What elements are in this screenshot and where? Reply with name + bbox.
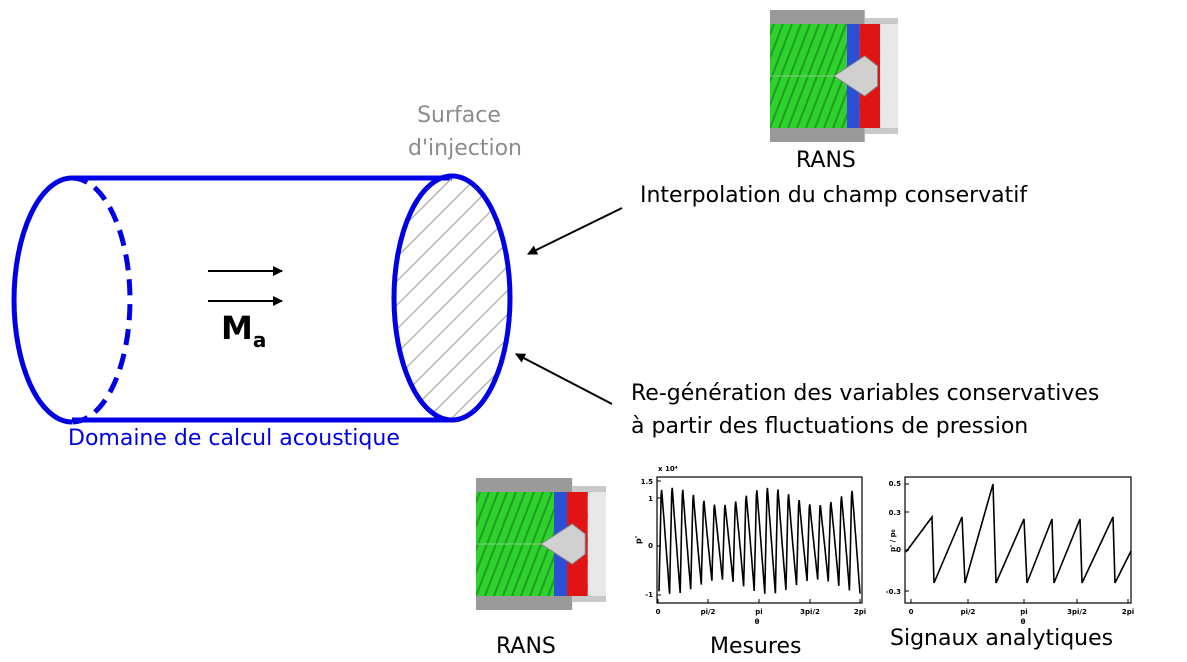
rans-casing-top [476,478,573,492]
mesures-label: Mesures [710,634,802,659]
rans-nozzle-image-bottom [422,478,651,610]
mesures-exponent: x 10⁴ [658,465,678,473]
hatch-line [380,0,520,58]
surface-label-line2: d'injection [408,136,522,161]
injection-surface-hatch [380,0,520,420]
rans-blade-stripe [770,23,784,61]
regeneration-arrow [515,353,613,405]
hatch-line [394,205,510,347]
analytic-xtick-2pi: 2pi [1122,608,1134,616]
rans-blade-stripe [905,24,945,128]
rans-blade-stripe [476,491,490,529]
rans-blade-stripe [770,23,775,38]
analytic-plot-frame [904,476,1132,604]
rans-blade-stripe [431,492,471,596]
hatch-line [394,176,510,275]
mesures-xtick-2pi: 2pi [854,608,866,616]
rans-nozzle-image-top [716,10,945,142]
rans-blade-stripe [611,492,651,596]
rans-top-label: RANS [796,148,856,173]
mesures-plot-frame [656,476,863,604]
rans-center-cone [833,55,879,97]
mesures-ytick-0: 0 [648,542,653,550]
analytic-ytick-minus-0-3: -0.3 [886,588,901,596]
interpolation-label: Interpolation du champ conservatif [640,183,1028,208]
analytic-xtick-0: 0 [909,608,914,616]
hatch-line [380,0,520,106]
acoustic-domain-cylinder [11,0,520,425]
rans-exit-region [587,492,606,596]
rans-blade-stripe [895,120,898,129]
analytic-sawtooth-line [905,483,1132,584]
mesures-xtick-0: 0 [656,608,661,616]
mesures-signal-line [658,487,861,594]
hatch-line [394,181,510,323]
rans-casing-bottom [476,596,573,610]
analytic-ylabel: p' / p₀ [889,529,897,552]
left-face-dashed-arc [71,175,133,425]
analytic-ytick-0-5: 0.5 [889,480,902,488]
mesures-ytick-1-5: 1.5 [641,478,654,486]
hatch-line [394,176,510,203]
rans-blade-stripe [716,24,756,128]
regeneration-label-line1: Re-génération des variables conservative… [631,381,1100,406]
hatch-line [380,0,520,82]
analytic-signals-label: Signaux analytiques [890,626,1114,651]
mesures-xtick-3pi-2: 3pi/2 [800,608,820,616]
mesures-ytick-minus-1: -1 [645,591,653,599]
rans-exit-region [880,24,898,128]
analytic-xlabel: θ [1021,618,1026,626]
rans-bottom-label: RANS [496,634,556,659]
regeneration-label-line2: à partir des fluctuations de pression [631,414,1029,439]
interpolation-arrow [527,207,623,255]
hatch-line [380,0,520,10]
left-face-solid-arc [11,175,73,425]
analytic-ytick-0: 0 [896,546,901,554]
analytic-xtick-pi-2: pi/2 [961,608,976,616]
mesures-ylabel: p' [634,536,643,544]
domain-label: Domaine de calcul acoustique [68,426,400,451]
analytic-ytick-0-3: 0.3 [889,509,902,517]
mesures-xtick-pi: pi [755,608,762,616]
rans-casing-top [770,10,865,24]
hatch-line [380,0,520,34]
mesures-xtick-pi-2: pi/2 [701,608,716,616]
analytic-plot: p' / p₀ θ 0.5 0.3 0 -0.3 0 pi/2 pi 3pi/2… [886,476,1134,626]
rans-blade-stripe [725,24,765,128]
injection-surface [391,173,513,423]
rans-casing-bottom [770,128,865,142]
analytic-xtick-3pi-2: 3pi/2 [1067,608,1087,616]
mesures-ytick-1: 1 [648,495,653,503]
hatch-line [380,14,520,154]
mach-number-label: Ma [221,309,266,352]
surface-label-line1: Surface [417,103,501,128]
analytic-xtick-pi: pi [1020,608,1027,616]
rans-blade-stripe [476,491,481,506]
rans-blade-stripe [422,492,462,596]
mach-symbol: M [221,309,253,347]
rans-center-cone [540,523,586,565]
mesures-plot: x 10⁴ p' θ 1.5 1 0 -1 0 pi/2 pi 3pi/2 2p… [634,465,866,626]
hatch-line [394,229,510,371]
mesures-xlabel: θ [755,618,760,626]
mach-subscript: a [252,328,267,352]
hatch-line [394,325,510,420]
